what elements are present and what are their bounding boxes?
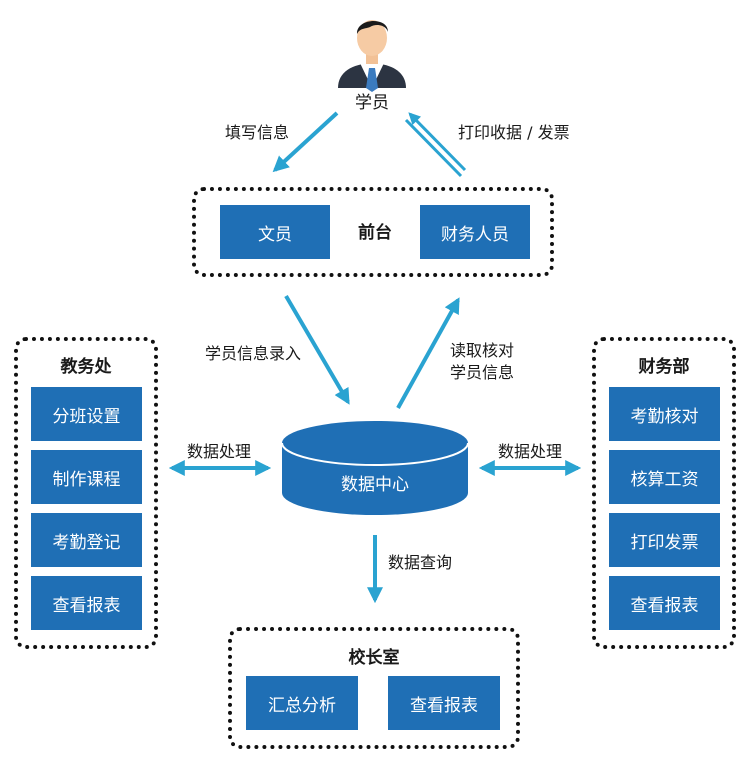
principal-office-title: 校长室 <box>348 648 400 668</box>
academic-item-attendance-register: 考勤登记 <box>31 513 142 567</box>
edge-label-read-verify-line2: 学员信息 <box>450 363 515 382</box>
finance-item-view-report: 查看报表 <box>609 576 720 630</box>
edge-label-read-verify-line1: 读取核对 <box>450 341 515 360</box>
finance-staff-box: 财务人员 <box>420 205 530 259</box>
arrow-print-down <box>404 118 463 178</box>
student-label: 学员 <box>355 93 389 113</box>
principal-office-group <box>228 627 520 749</box>
finance-dept-group <box>592 337 736 649</box>
arrow-read-verify <box>396 297 460 409</box>
edge-label-print-receipt: 打印收据 / 发票 <box>458 123 570 142</box>
front-desk-title: 前台 <box>358 223 392 243</box>
academic-office-group <box>14 337 158 649</box>
finance-item-payroll: 核算工资 <box>609 450 720 504</box>
academic-item-class-setup: 分班设置 <box>31 387 142 441</box>
student-avatar-icon <box>338 20 406 92</box>
principal-item-summary-analysis: 汇总分析 <box>246 676 358 730</box>
finance-item-attendance-check: 考勤核对 <box>609 387 720 441</box>
finance-dept-title: 财务部 <box>638 357 690 377</box>
data-center-label: 数据中心 <box>341 475 409 495</box>
front-desk-group <box>192 187 554 277</box>
arrow-student-entry <box>284 294 350 405</box>
data-center-cylinder <box>281 421 469 515</box>
edge-label-data-processing-right: 数据处理 <box>498 442 563 461</box>
academic-item-create-course: 制作课程 <box>31 450 142 504</box>
academic-item-view-report: 查看报表 <box>31 576 142 630</box>
clerk-box: 文员 <box>220 205 330 259</box>
edge-label-data-processing-left: 数据处理 <box>187 442 252 461</box>
arrow-fill-info <box>272 111 339 173</box>
arrow-print-up <box>408 112 467 172</box>
edge-label-student-entry: 学员信息录入 <box>205 344 302 363</box>
edge-label-data-query: 数据查询 <box>388 553 453 572</box>
edge-label-fill-info: 填写信息 <box>225 123 290 142</box>
academic-office-title: 教务处 <box>60 357 112 377</box>
finance-item-print-invoice: 打印发票 <box>609 513 720 567</box>
principal-item-view-report: 查看报表 <box>388 676 500 730</box>
